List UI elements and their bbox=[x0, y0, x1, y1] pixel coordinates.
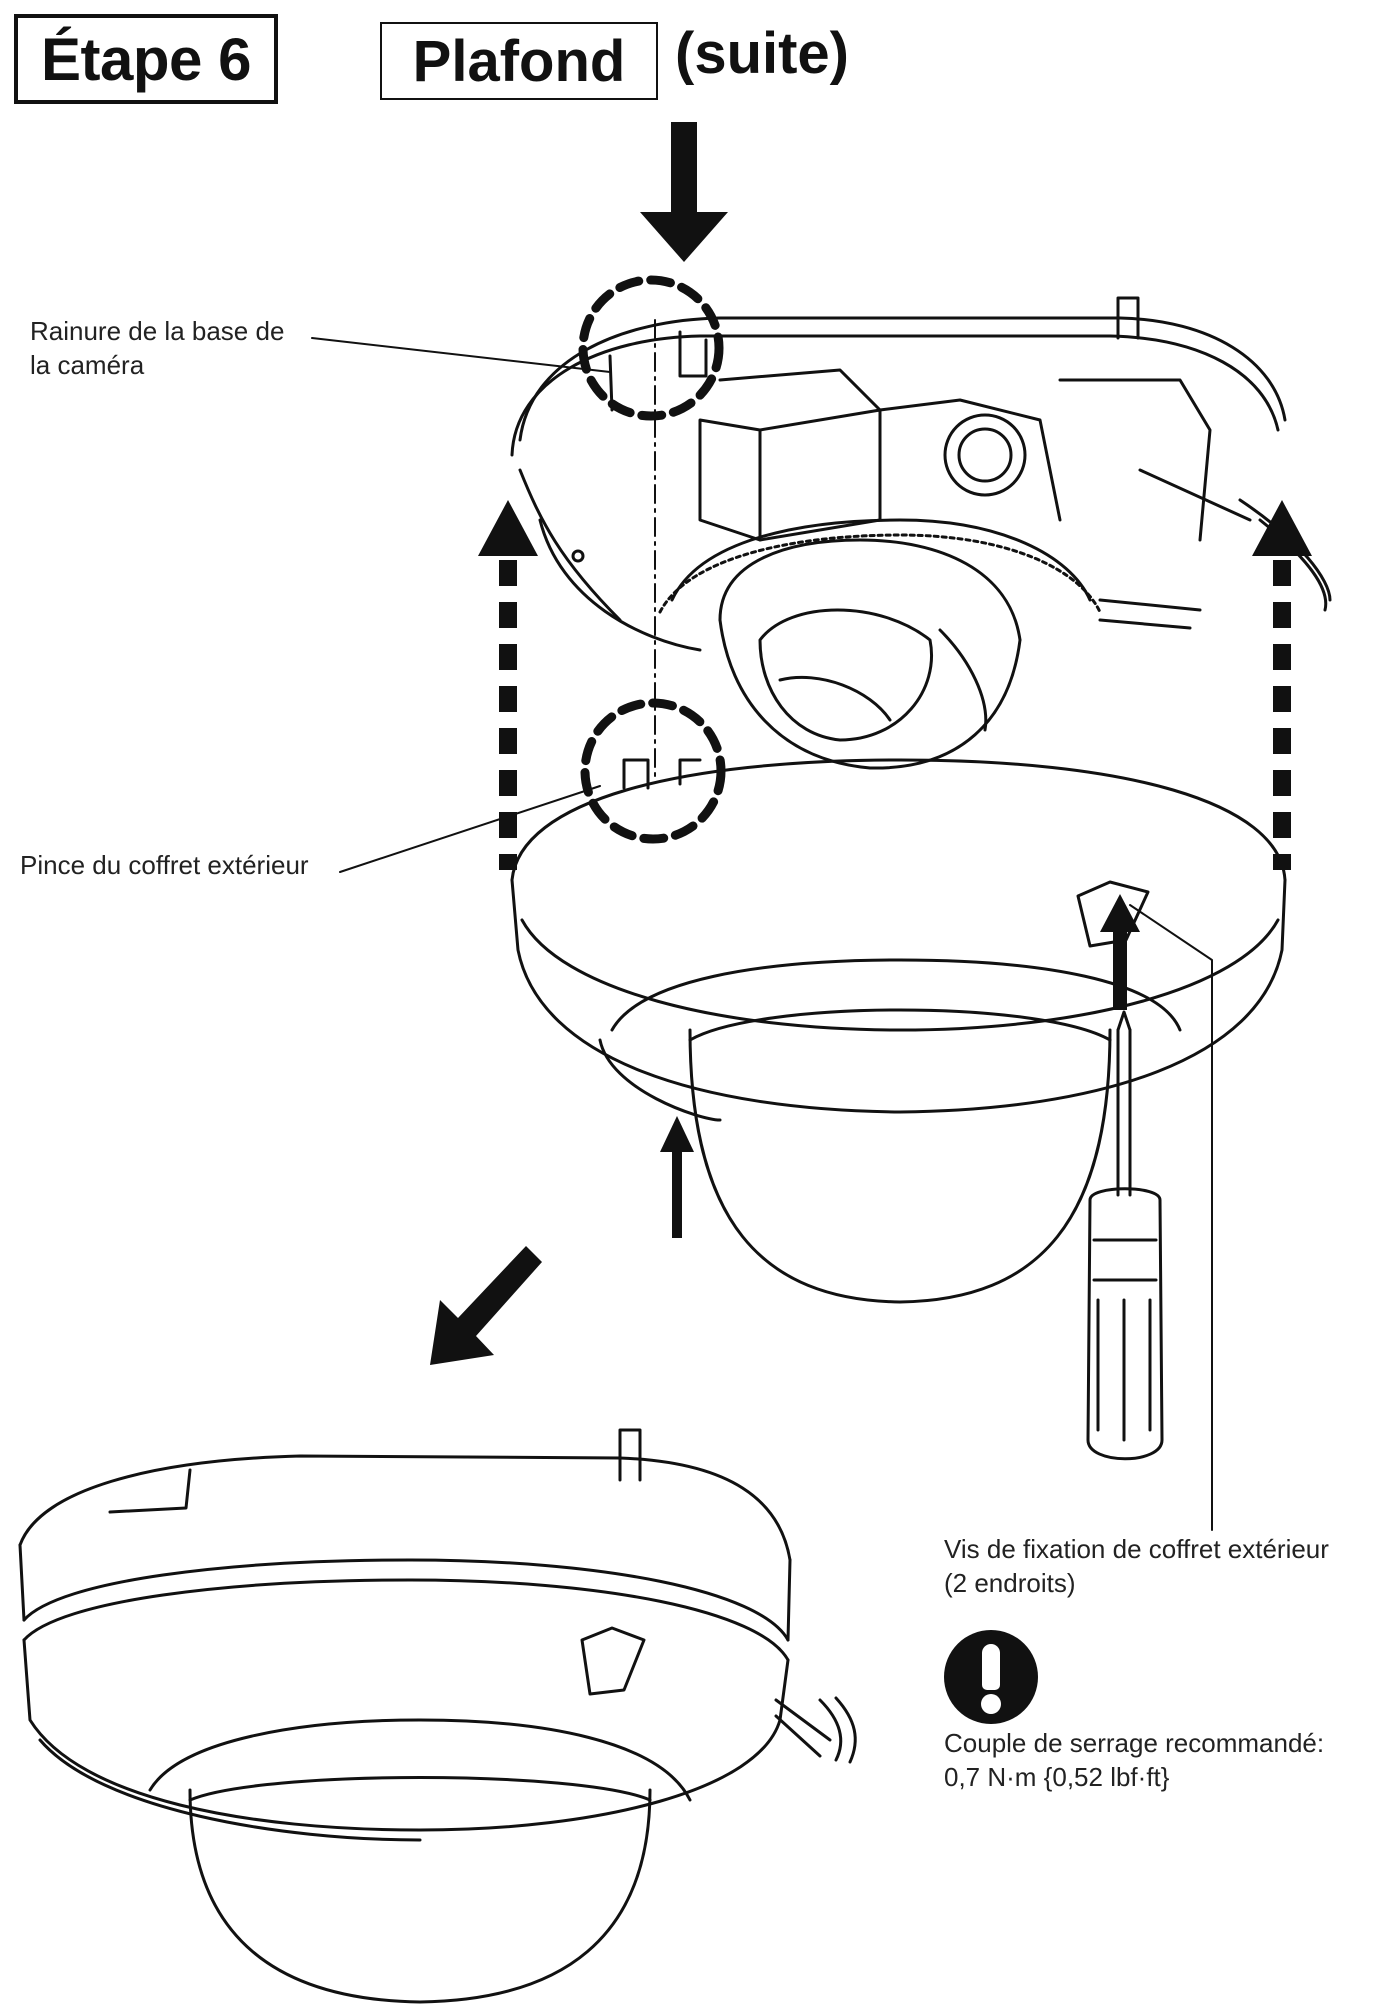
screw-label-line2: (2 endroits) bbox=[944, 1568, 1076, 1598]
step-label: Étape 6 bbox=[41, 25, 251, 93]
camera-base-assembly bbox=[510, 296, 1332, 770]
groove-label-line1: Rainure de la base de bbox=[30, 316, 285, 346]
screw-label: Vis de fixation de coffret extérieur (2 … bbox=[944, 1532, 1329, 1600]
screw-up-arrow-icon bbox=[1100, 894, 1140, 1010]
torque-label-line1: Couple de serrage recommandé: bbox=[944, 1728, 1325, 1758]
clip-leader bbox=[339, 785, 601, 873]
assembled-camera bbox=[18, 1428, 857, 2004]
step-badge: Étape 6 bbox=[14, 14, 278, 104]
continued-label: (suite) bbox=[675, 21, 849, 86]
location-badge: Plafond bbox=[380, 22, 658, 100]
clip-highlight bbox=[580, 698, 726, 844]
screwdriver-icon bbox=[1086, 1010, 1164, 1461]
torque-label: Couple de serrage recommandé: 0,7 N·m {0… bbox=[944, 1726, 1324, 1794]
down-arrow-icon bbox=[640, 122, 728, 262]
groove-leader bbox=[311, 337, 611, 373]
lift-arrow-right-icon bbox=[1252, 500, 1312, 870]
torque-label-line2: 0,7 N·m {0,52 lbf·ft} bbox=[944, 1762, 1170, 1792]
screw-label-line1: Vis de fixation de coffret extérieur bbox=[944, 1534, 1329, 1564]
groove-label-line2: la caméra bbox=[30, 350, 145, 380]
groove-label: Rainure de la base de la caméra bbox=[30, 314, 284, 382]
exclamation-circle-icon bbox=[944, 1630, 1038, 1724]
small-up-arrow-icon bbox=[660, 1116, 694, 1238]
clip-label: Pince du coffret extérieur bbox=[20, 850, 309, 880]
screw-leader bbox=[1129, 904, 1213, 1531]
outer-cover bbox=[510, 758, 1287, 1304]
groove-highlight bbox=[578, 275, 724, 421]
diagonal-arrow-icon bbox=[430, 1246, 542, 1365]
location-label: Plafond bbox=[412, 28, 626, 94]
lift-arrow-left-icon bbox=[478, 500, 538, 870]
